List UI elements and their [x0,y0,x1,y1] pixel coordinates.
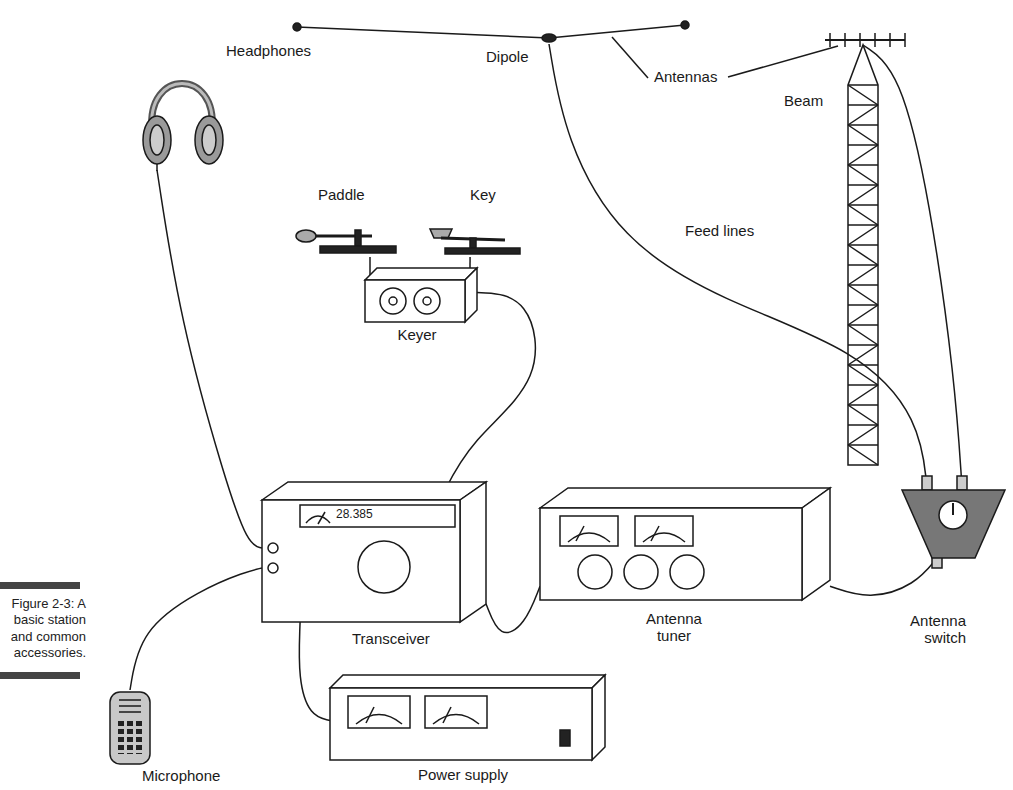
tower-strut [848,384,878,386]
tower-brace [848,445,878,465]
part-label: Keyer [365,326,469,343]
part-label: Transceiver [350,630,432,647]
tower-strut [848,184,878,186]
tower-brace [848,205,878,225]
tower-brace [848,425,878,445]
antenna-tuner: Antenna tuner [540,508,830,600]
tower-brace [848,185,878,205]
tower-strut [848,284,878,286]
beam-antenna [825,33,905,47]
cable [440,293,535,500]
tower-brace [848,125,878,145]
tower-strut [848,144,878,146]
antenna-switch: Antenna switch [902,488,1005,558]
tower-brace [848,325,878,345]
part-label: Antenna switch [898,612,968,647]
part-label: Headphones [224,42,313,59]
tower-strut [848,344,878,346]
transceiver: 28.385Transceiver [262,500,486,622]
tower-brace [848,85,878,105]
power-supply-box [330,675,605,760]
group-label: Antennas [652,68,719,85]
tower-strut [848,84,878,86]
power-supply: Power supply [330,688,605,760]
headphones: Headphones [143,78,223,170]
tower-brace [848,405,878,425]
tower-strut [848,164,878,166]
tower-brace [848,165,878,185]
part-label: Paddle [316,186,367,203]
part-label: Dipole [484,48,531,65]
tower-strut [848,444,878,446]
part-label: Beam [782,92,825,109]
tower-strut [848,124,878,126]
tower-brace [848,145,878,165]
tower-brace [848,285,878,305]
beam-tower: Beam [848,45,878,465]
tower-brace [848,365,878,385]
tower-strut [848,244,878,246]
key: Key [428,225,520,257]
headphones-drawing [143,84,223,172]
tower-brace [848,305,878,325]
tower-strut [848,264,878,266]
figure-caption: Figure 2-3: A basic station and common a… [6,596,86,661]
tuner-box [540,488,830,600]
tower-brace [848,245,878,265]
paddle-drawing [296,230,396,253]
caption-bar [0,672,80,679]
transceiver-box [262,482,486,622]
paddle: Paddle [296,225,396,257]
part-label: Power supply [330,766,596,783]
tower-strut [848,404,878,406]
tower-strut [848,324,878,326]
keyer-box [365,268,477,322]
cable [549,44,927,488]
cable [486,586,540,632]
tower-strut [848,204,878,206]
part-label: Antenna tuner [632,610,716,645]
tower-brace [848,225,878,245]
keyer: Keyer [365,280,477,322]
tower-strut [848,224,878,226]
part-label: Key [468,186,498,203]
cable [830,558,937,595]
tower-brace [848,345,878,365]
microphone: Microphone [100,690,160,765]
group-label: Feed lines [683,222,756,239]
caption-bar [0,582,80,589]
tower-brace [848,385,878,405]
antenna-switch-drawing [902,476,1005,568]
tower-brace [848,105,878,125]
cable [157,170,262,548]
cable [299,622,330,720]
tower [848,45,878,465]
tower-strut [848,104,878,106]
key-drawing [430,229,520,254]
part-label: Microphone [140,767,222,784]
dipole-antenna [293,21,689,42]
leader-line [728,46,838,77]
tower-strut [848,364,878,366]
tower-brace [848,265,878,285]
cable [130,568,262,690]
microphone-drawing [110,692,150,764]
frequency-readout: 28.385 [334,507,375,523]
dipole-antenna: Dipole [540,32,558,44]
tower-strut [848,424,878,426]
leader-line [612,37,648,78]
tower-strut [848,304,878,306]
